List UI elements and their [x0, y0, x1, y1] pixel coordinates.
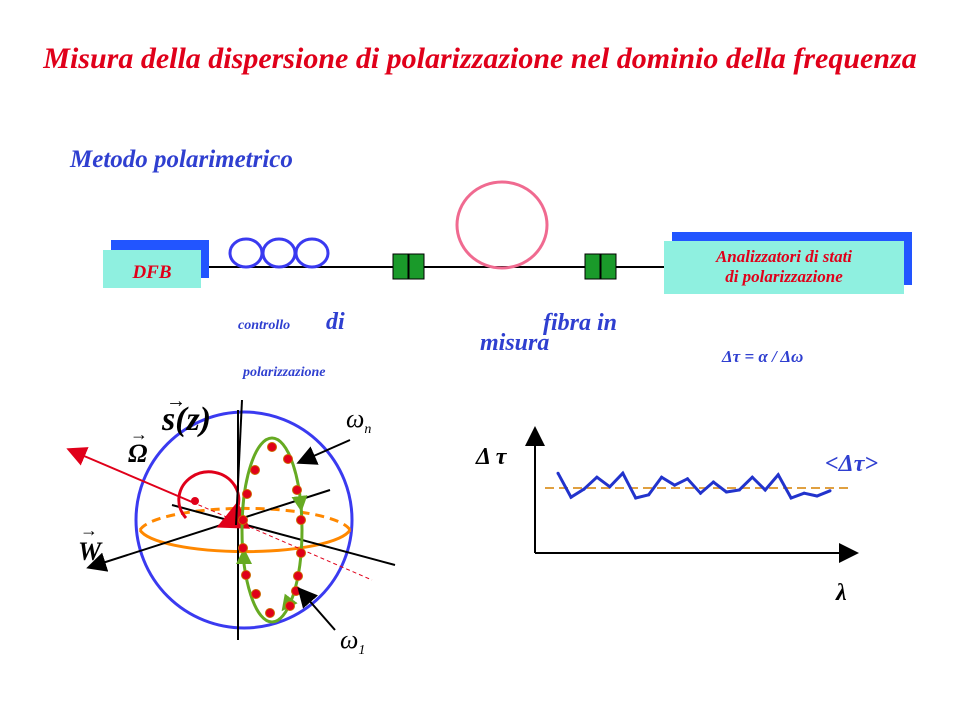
freq-point: [267, 442, 277, 452]
freq-point: [296, 548, 306, 558]
chart-series-points: [556, 471, 832, 500]
page-title: Misura della dispersione di polarizzazio…: [43, 42, 917, 75]
chart-data-point: [776, 473, 780, 477]
freq-point: [283, 454, 293, 464]
chart-data-point: [647, 493, 651, 497]
chart-data-point: [737, 488, 741, 492]
controller-label-line2: polarizzazione: [242, 365, 325, 380]
w-vector-arrow-glyph: →: [80, 520, 98, 540]
omega-vector-label: Ω: [128, 439, 147, 468]
chart-data-point: [595, 475, 599, 479]
poincare-sphere: → s(z) → Ω → W ωn ω1: [66, 390, 396, 658]
frequency-points: [238, 442, 306, 618]
dfb-box: [103, 250, 201, 288]
freq-point: [250, 465, 260, 475]
rotation-arc: [177, 470, 251, 529]
s-vector: [235, 399, 243, 526]
fiber-label-line1: fibra in: [543, 310, 617, 336]
chart-data-point: [815, 494, 819, 498]
connector-right: [584, 253, 617, 280]
freq-point: [241, 570, 251, 580]
polarization-controller-coils: [228, 237, 330, 269]
freq-point: [265, 608, 275, 618]
connector-left: [392, 253, 425, 280]
chart-data-point: [828, 489, 832, 493]
analyzer-label-line1: Analizzatori di stati: [715, 247, 852, 266]
chart-data-point: [802, 491, 806, 495]
freq-point: [292, 485, 302, 495]
trajectory-arrow-1: [291, 495, 308, 512]
omega-n-pointer: [296, 439, 351, 465]
chart-data-point: [763, 488, 767, 492]
analyzer-box: [664, 241, 904, 294]
dgd-chart: Δ τ λ <Δτ>: [475, 426, 878, 606]
fiber-loop: [455, 180, 549, 270]
omega-n-label: ωn: [346, 404, 371, 437]
method-subtitle: Metodo polarimetrico: [70, 146, 293, 173]
freq-point: [293, 571, 303, 581]
axis-diagonal-2: [86, 489, 331, 572]
freq-point: [238, 543, 248, 553]
omega-1-label: ω1: [340, 625, 365, 658]
chart-x-label: λ: [835, 580, 847, 606]
omega-origin-dot: [191, 497, 199, 505]
s-vector-label: s(z): [161, 401, 211, 438]
chart-data-point: [724, 490, 728, 494]
freq-point: [238, 515, 248, 525]
freq-point: [285, 601, 295, 611]
controller-label-small: controllo: [238, 318, 290, 333]
axis-diagonal-1: [171, 504, 396, 566]
freq-point: [242, 489, 252, 499]
chart-data-point: [621, 471, 625, 475]
w-vector-label: W: [78, 537, 103, 566]
analyzer-label-line2: di polarizzazione: [725, 267, 843, 286]
chart-data-point: [569, 495, 573, 499]
chart-data-point: [556, 471, 560, 475]
omega-vector: [66, 447, 193, 503]
chart-data-point: [660, 475, 664, 479]
dgd-formula: Δτ = α / Δω: [721, 347, 803, 366]
chart-data-point: [711, 480, 715, 484]
fiber-label-line2: misura: [480, 330, 549, 356]
omega-axis-dashed: [191, 501, 373, 581]
chart-data-point: [750, 475, 754, 479]
freq-point: [251, 589, 261, 599]
freq-point: [296, 515, 306, 525]
chart-data-point: [582, 487, 586, 491]
chart-data-point: [699, 491, 702, 495]
chart-mean-label: <Δτ>: [825, 451, 878, 477]
sphere-outline: [134, 410, 354, 630]
s-vector-arrow-glyph: →: [166, 390, 186, 412]
chart-data-point: [686, 477, 689, 481]
trajectory-ellipse: [240, 436, 304, 624]
chart-data-point: [634, 496, 638, 500]
omega-1-pointer: [297, 586, 336, 631]
chart-data-point: [673, 483, 677, 487]
chart-data-point: [789, 496, 793, 500]
controller-label-di: di: [326, 309, 345, 335]
chart-series-line: [556, 470, 831, 500]
chart-y-label: Δ τ: [475, 444, 508, 470]
chart-data-point: [608, 485, 612, 489]
dfb-label: DFB: [131, 262, 171, 283]
omega-vector-arrow-glyph: →: [130, 424, 148, 444]
freq-point: [291, 586, 301, 596]
